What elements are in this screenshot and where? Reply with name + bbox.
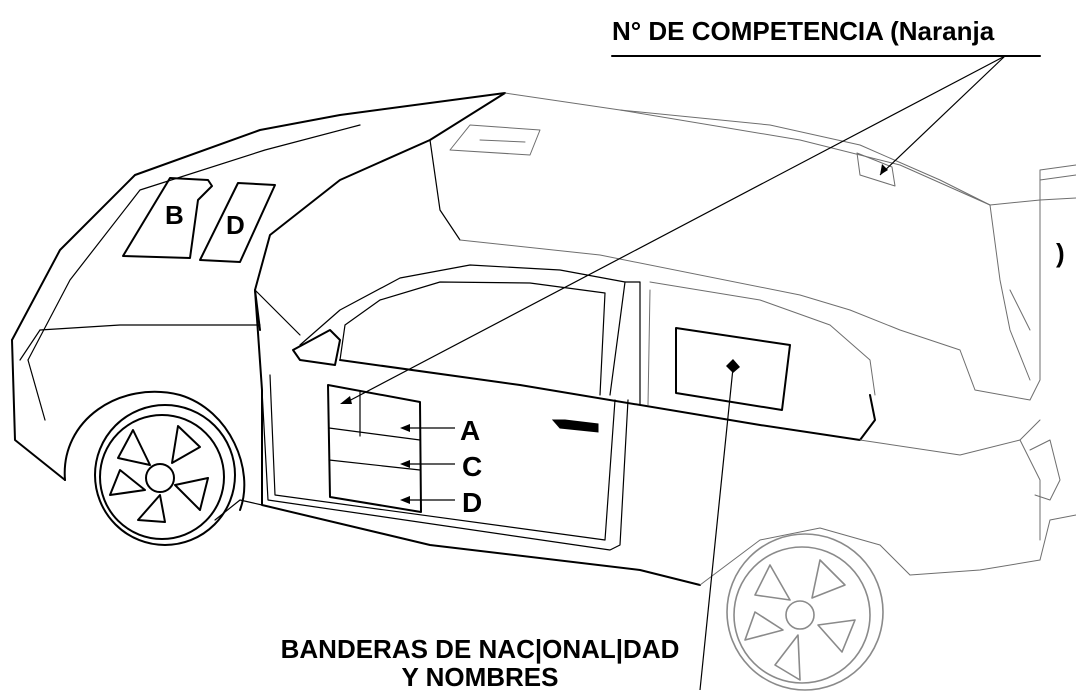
door-label-a: A: [460, 415, 480, 446]
side-windows: [261, 264, 876, 551]
flags-label-line1: BANDERAS DE NAC|ONAL|DAD: [281, 634, 680, 664]
door-label-c: C: [462, 451, 482, 482]
hood-panel-b: [122, 177, 213, 259]
competition-number-label: N° DE COMPETENCIA (Naranja: [612, 16, 995, 46]
rear-window-marker: [726, 359, 740, 373]
pointer-competition-number: [879, 55, 1006, 176]
flags-label-line2: Y NOMBRES: [402, 662, 559, 692]
hood-label-d: D: [226, 210, 245, 240]
door-label-d: D: [462, 487, 482, 518]
door-handle: [551, 419, 599, 433]
rear-window-flag-panel: [675, 327, 791, 411]
hood-panels: [122, 177, 276, 263]
pointer-flags: [699, 367, 734, 691]
front-wheel: [63, 390, 246, 546]
right-edge-paren: ): [1056, 238, 1065, 268]
rear-wheel: [726, 533, 884, 691]
competition-number-panel: [856, 152, 896, 187]
hood-label-b: B: [165, 200, 184, 230]
hood-panel-d: [199, 182, 276, 263]
labels: N° DE COMPETENCIA (Naranja B D A C D ) B…: [165, 16, 1065, 692]
pointer-door-sticker: [344, 55, 1006, 404]
leader-lines: [340, 55, 1041, 691]
door-sticker-block: [327, 327, 791, 513]
car-body: [11, 92, 1076, 586]
